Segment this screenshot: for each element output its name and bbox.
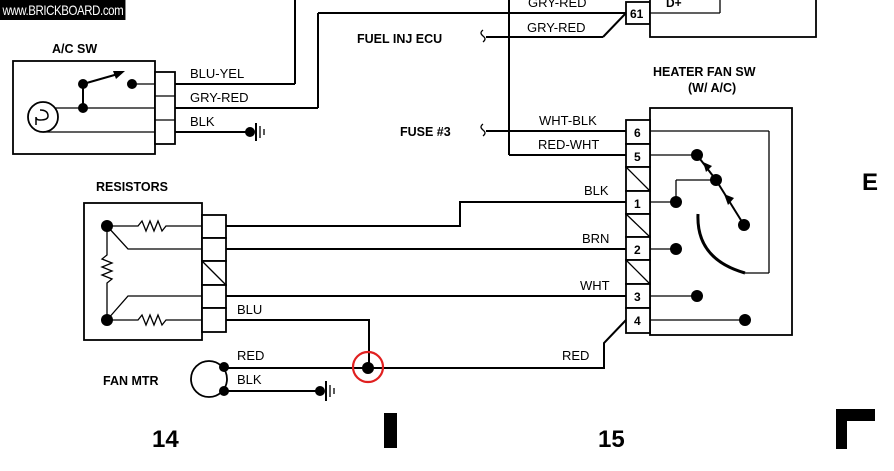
- ground-icon: [245, 123, 265, 141]
- page-number-left: 14: [152, 426, 179, 453]
- ac-switch-title: A/C SW: [52, 42, 97, 56]
- page-edge-marker: [384, 413, 397, 448]
- splice-point: [362, 362, 374, 374]
- svg-text:3: 3: [634, 290, 641, 304]
- page-number-right: 15: [598, 426, 625, 453]
- wire-label-red-wht: RED-WHT: [538, 137, 599, 152]
- wire-label-blu: BLU: [237, 302, 262, 317]
- svg-text:61: 61: [630, 7, 644, 21]
- wire-label-gry-red: GRY-RED: [190, 90, 249, 105]
- resistor-connector: [201, 214, 227, 333]
- svg-text:2: 2: [634, 243, 641, 257]
- fuel-inj-ecu-label: FUEL INJ ECU: [357, 32, 442, 46]
- ac-clutch-icon: [27, 101, 59, 133]
- watermark: www.BRICKBOARD.com: [0, 0, 126, 20]
- switch-connector: 6 5 1 2 3 4: [625, 119, 651, 334]
- svg-text:D+: D+: [666, 0, 682, 10]
- wire-label-wht: WHT: [580, 278, 610, 293]
- resistor-icon: [100, 226, 114, 320]
- connector-break-icon: [480, 123, 486, 137]
- corner-marker: [836, 409, 875, 449]
- ground-icon: [315, 381, 335, 401]
- fan-motor-icon: [190, 360, 228, 398]
- wire-label-ac-blk: BLK: [190, 114, 215, 129]
- svg-text:5: 5: [634, 150, 641, 164]
- wire-label-gry-red-ecu: GRY-RED: [527, 20, 586, 35]
- resistor-icon: [107, 219, 202, 233]
- heater-fan-sw-subtitle: (W/ A/C): [688, 81, 736, 95]
- fuse3-label: FUSE #3: [400, 125, 451, 139]
- margin-letter: E: [862, 169, 878, 196]
- wire-label-wht-blk: WHT-BLK: [539, 113, 597, 128]
- svg-text:4: 4: [634, 314, 641, 328]
- resistor-icon: [107, 313, 202, 327]
- heater-fan-sw-title: HEATER FAN SW: [653, 65, 756, 79]
- wire-label-motor-red: RED: [237, 348, 264, 363]
- fan-motor-title: FAN MTR: [103, 374, 159, 388]
- wire-label-motor-blk: BLK: [237, 372, 262, 387]
- wire-label-blu-yel: BLU-YEL: [190, 66, 244, 81]
- switch-wiper-arc: [696, 213, 746, 275]
- connector-break-icon: [480, 29, 486, 43]
- highlight-circle: [351, 350, 385, 384]
- wire-label-red: RED: [562, 348, 589, 363]
- wire-label-gry-red-top: GRY-RED: [528, 0, 587, 10]
- svg-text:1: 1: [634, 197, 641, 211]
- wire-label-brn: BRN: [582, 231, 609, 246]
- alternator-box: [649, 0, 817, 38]
- wire-label-blk: BLK: [584, 183, 609, 198]
- heater-fan-switch-box: [649, 107, 793, 336]
- ac-switch-connector: [154, 71, 176, 145]
- svg-text:6: 6: [634, 126, 641, 140]
- resistors-title: RESISTORS: [96, 180, 168, 194]
